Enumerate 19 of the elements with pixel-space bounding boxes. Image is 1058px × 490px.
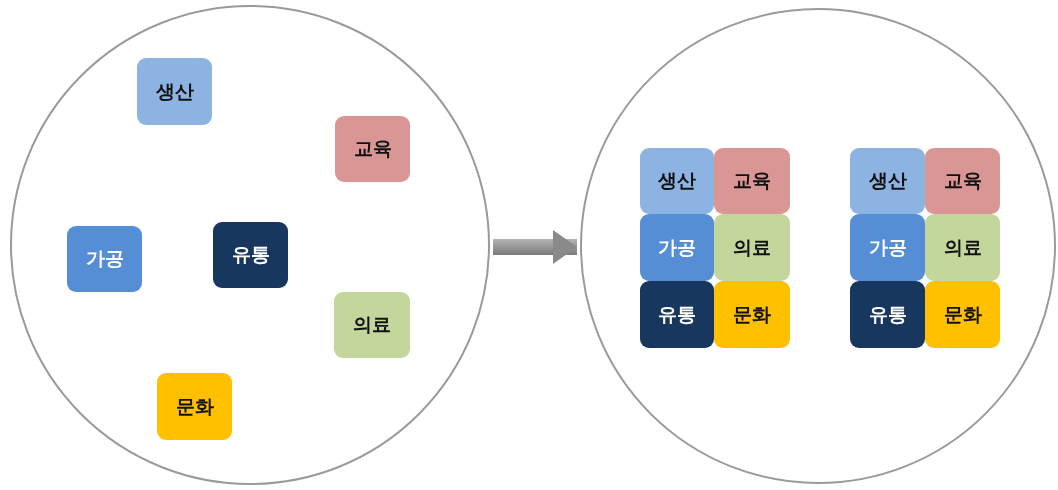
category-box: 가공 bbox=[850, 214, 925, 281]
category-box: 가공 bbox=[640, 214, 714, 281]
category-box: 문화 bbox=[157, 373, 232, 440]
category-box: 문화 bbox=[714, 281, 790, 348]
category-box: 교육 bbox=[335, 116, 410, 182]
category-box: 유통 bbox=[640, 281, 714, 348]
category-box: 유통 bbox=[213, 222, 288, 288]
category-box: 의료 bbox=[334, 292, 410, 358]
category-box: 의료 bbox=[925, 214, 1000, 281]
arrow bbox=[493, 230, 577, 264]
category-box: 교육 bbox=[925, 148, 1000, 214]
category-box: 생산 bbox=[850, 148, 925, 214]
category-box: 의료 bbox=[714, 214, 790, 281]
category-box: 문화 bbox=[925, 281, 1000, 348]
category-box: 생산 bbox=[640, 148, 714, 214]
category-box: 유통 bbox=[850, 281, 925, 348]
category-box: 가공 bbox=[67, 226, 142, 292]
category-box: 교육 bbox=[714, 148, 790, 214]
category-box: 생산 bbox=[137, 58, 212, 125]
